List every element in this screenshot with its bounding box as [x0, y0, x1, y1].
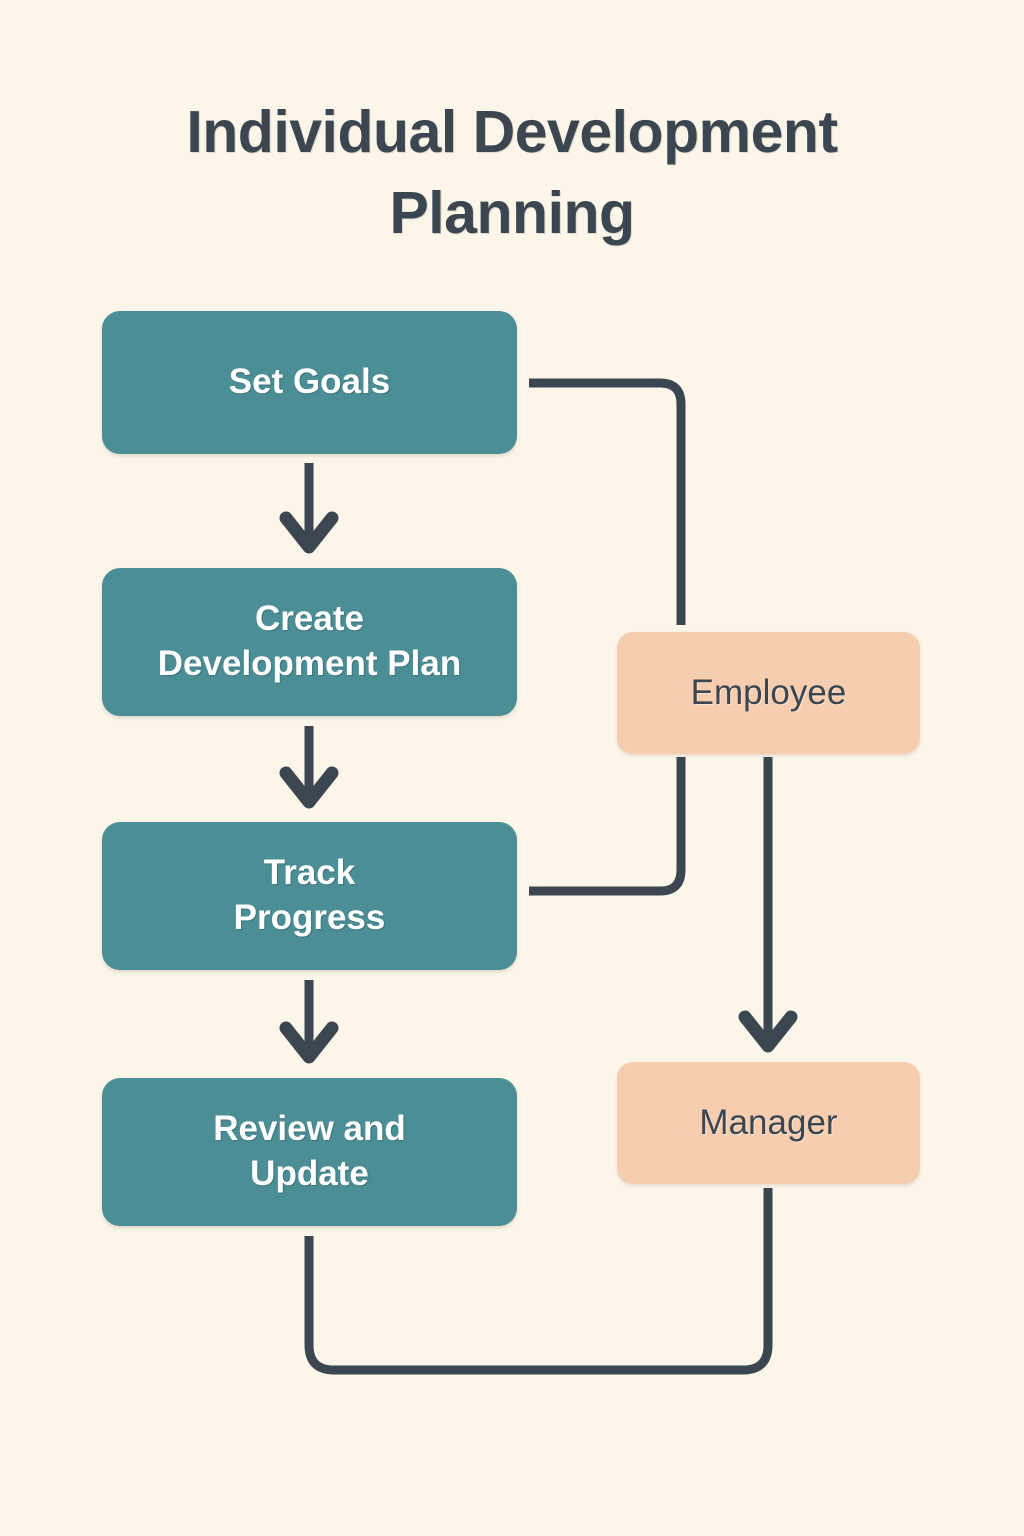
- node-create-development-plan[interactable]: Create Development Plan: [102, 568, 517, 716]
- connector-create-plan-to-track-progress: [279, 726, 339, 809]
- connector-set-goals-to-employee: [529, 378, 686, 625]
- connector-review-update-to-manager: [304, 1188, 773, 1375]
- page-title: Individual Development Planning: [186, 99, 838, 247]
- node-review-and-update[interactable]: Review and Update: [102, 1078, 517, 1226]
- connector-employee-to-manager: [738, 757, 798, 1053]
- node-set-goals[interactable]: Set Goals: [102, 311, 517, 454]
- connector-employee-to-track-progress: [529, 757, 686, 896]
- node-employee[interactable]: Employee: [617, 632, 920, 754]
- connector-set-goals-to-create-plan: [279, 463, 339, 554]
- node-manager[interactable]: Manager: [617, 1062, 920, 1184]
- connector-track-progress-to-review-update: [279, 980, 339, 1064]
- node-track-progress[interactable]: Track Progress: [102, 822, 517, 970]
